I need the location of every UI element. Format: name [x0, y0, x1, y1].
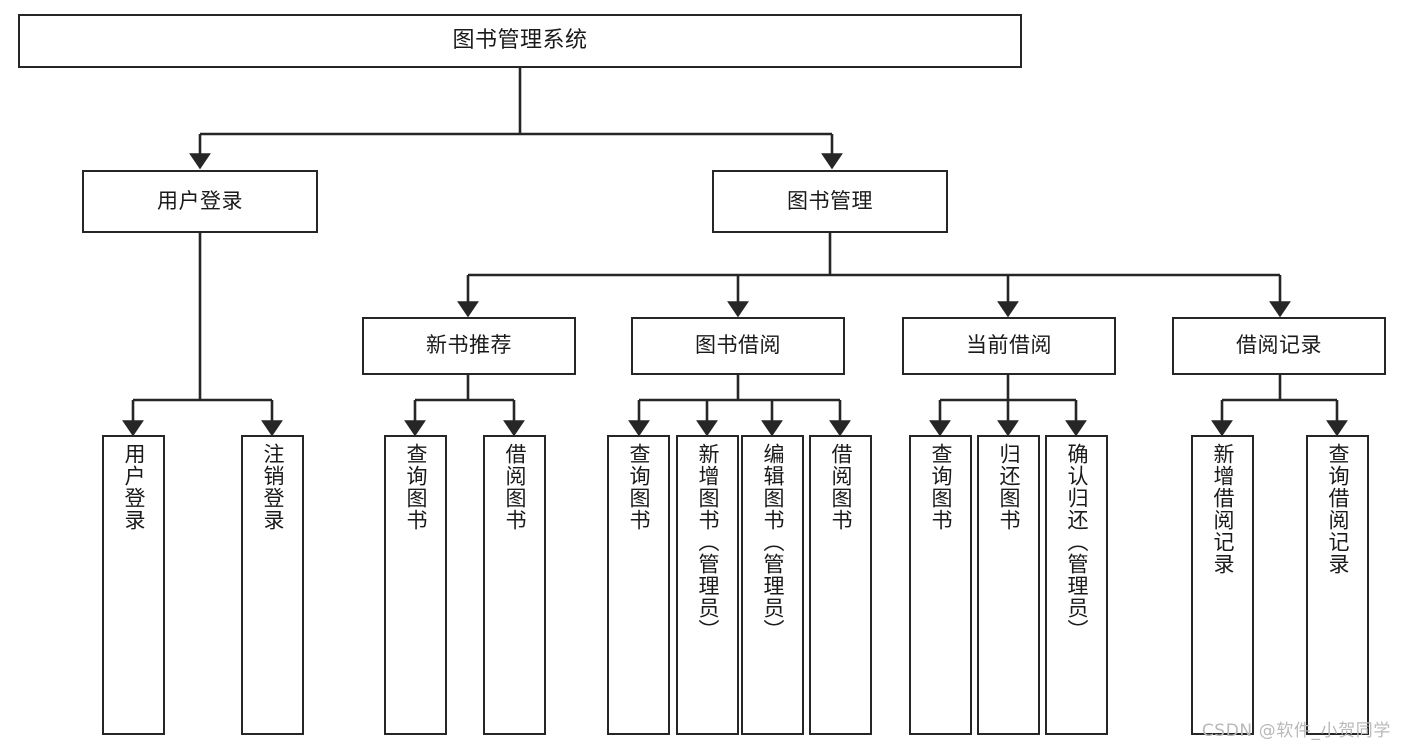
node-new-book-recommend-label: 新书推荐 — [426, 333, 512, 358]
node-leaf-add-book-admin[interactable]: 新增图书（管理员） — [676, 435, 739, 735]
node-root[interactable]: 图书管理系统 — [18, 14, 1022, 68]
csdn-watermark: CSDN @软件_小贺同学 — [1201, 721, 1391, 741]
node-new-book-recommend[interactable]: 新书推荐 — [362, 317, 576, 375]
node-user-login[interactable]: 用户登录 — [82, 170, 318, 233]
node-leaf-query-book-1[interactable]: 查询图书 — [384, 435, 447, 735]
node-leaf-borrow-book-2[interactable]: 借阅图书 — [809, 435, 872, 735]
node-leaf-confirm-return-admin-label: 确认归还（管理员） — [1064, 443, 1089, 641]
node-leaf-add-borrow-record[interactable]: 新增借阅记录 — [1191, 435, 1254, 735]
node-leaf-query-book-1-label: 查询图书 — [403, 443, 428, 531]
node-leaf-borrow-book-1[interactable]: 借阅图书 — [483, 435, 546, 735]
node-leaf-query-borrow-record[interactable]: 查询借阅记录 — [1306, 435, 1369, 735]
node-leaf-logout-login[interactable]: 注销登录 — [241, 435, 304, 735]
node-leaf-borrow-book-2-label: 借阅图书 — [828, 443, 853, 531]
node-leaf-query-book-2[interactable]: 查询图书 — [607, 435, 670, 735]
node-leaf-borrow-book-1-label: 借阅图书 — [502, 443, 527, 531]
node-leaf-user-login[interactable]: 用户登录 — [102, 435, 165, 735]
node-book-manage[interactable]: 图书管理 — [712, 170, 948, 233]
node-borrow-record[interactable]: 借阅记录 — [1172, 317, 1386, 375]
node-leaf-add-borrow-record-label: 新增借阅记录 — [1210, 443, 1235, 575]
node-leaf-return-book-label: 归还图书 — [996, 443, 1021, 531]
node-leaf-user-login-label: 用户登录 — [121, 443, 146, 531]
node-leaf-logout-login-label: 注销登录 — [260, 443, 285, 531]
node-book-borrow-label: 图书借阅 — [695, 333, 781, 358]
node-leaf-edit-book-admin-label: 编辑图书（管理员） — [760, 443, 785, 641]
node-book-borrow[interactable]: 图书借阅 — [631, 317, 845, 375]
node-book-manage-label: 图书管理 — [787, 188, 873, 213]
node-user-login-label: 用户登录 — [157, 188, 243, 213]
node-leaf-query-borrow-record-label: 查询借阅记录 — [1325, 443, 1350, 575]
node-leaf-add-book-admin-label: 新增图书（管理员） — [695, 443, 720, 641]
node-leaf-return-book[interactable]: 归还图书 — [977, 435, 1040, 735]
node-leaf-query-book-3-label: 查询图书 — [928, 443, 953, 531]
node-root-label: 图书管理系统 — [452, 27, 588, 53]
node-leaf-query-book-3[interactable]: 查询图书 — [909, 435, 972, 735]
node-borrow-record-label: 借阅记录 — [1236, 333, 1322, 358]
node-leaf-edit-book-admin[interactable]: 编辑图书（管理员） — [741, 435, 804, 735]
node-current-borrow[interactable]: 当前借阅 — [902, 317, 1116, 375]
node-leaf-query-book-2-label: 查询图书 — [626, 443, 651, 531]
node-current-borrow-label: 当前借阅 — [966, 333, 1052, 358]
node-leaf-confirm-return-admin[interactable]: 确认归还（管理员） — [1045, 435, 1108, 735]
